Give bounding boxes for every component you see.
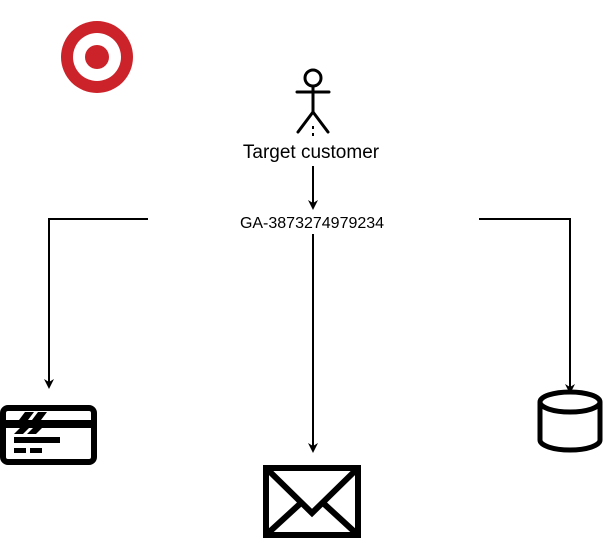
target-logo-icon bbox=[61, 21, 133, 93]
id-label: GA-3873274979234 bbox=[240, 215, 384, 232]
credit-card-icon bbox=[0, 405, 97, 465]
arrow-id-to-card bbox=[44, 218, 148, 389]
envelope-icon bbox=[263, 465, 361, 538]
actor-label: Target customer bbox=[243, 142, 380, 163]
arrow-id-to-database bbox=[479, 218, 575, 394]
database-cylinder-icon bbox=[537, 389, 603, 453]
stick-figure-icon bbox=[295, 68, 331, 134]
